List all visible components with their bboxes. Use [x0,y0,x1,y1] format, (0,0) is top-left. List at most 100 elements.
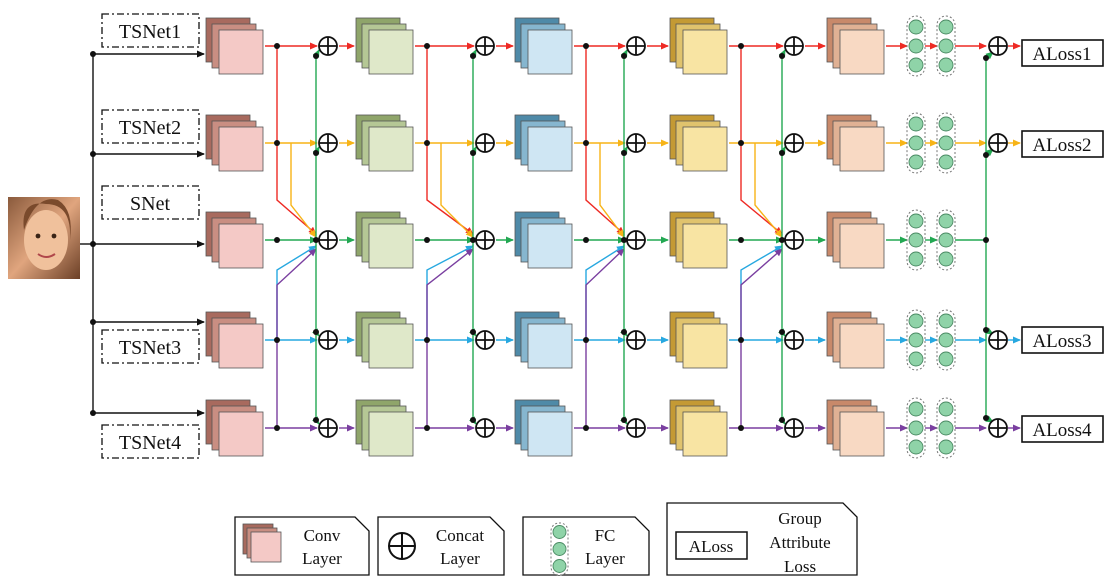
fc-node [938,313,954,329]
fc-node [908,401,924,417]
conv-layer-tsnet4-3 [514,399,573,457]
conv-layer-tsnet4-5 [826,399,885,457]
conv-layer-snet-1 [205,211,264,269]
input-face-image [8,197,80,279]
conv-sheet [682,126,728,172]
concat-tsnet3-2 [475,330,495,350]
fc-node [908,332,924,348]
conv-sheet [682,411,728,457]
junction-dot [983,327,989,333]
junction-dot [621,329,627,335]
fc-node [908,116,924,132]
conv-sheet [368,223,414,269]
fc-node [908,57,924,73]
junction-dot [313,150,319,156]
conv-sheet [368,323,414,369]
conv-sheet [218,29,264,75]
concat-tsnet1-1 [318,36,338,56]
conv-sheet [368,29,414,75]
junction-dot [90,319,96,325]
junction-dot [90,51,96,57]
junction-dot [779,237,785,243]
conv-layer-tsnet4-4 [669,399,728,457]
concat-snet-3 [626,230,646,250]
fc-node [938,135,954,151]
conv-layer-tsnet3-4 [669,311,728,369]
cross-connection [276,248,317,428]
concat-snet-4 [784,230,804,250]
concat-tsnet4-4 [784,418,804,438]
junction-dot [779,53,785,59]
conv-layer-tsnet3-5 [826,311,885,369]
junction-dot [738,140,744,146]
fc-node [908,351,924,367]
concat-tsnet1-2 [475,36,495,56]
junction-dot [583,237,589,243]
conv-layer-tsnet1-2 [355,17,414,75]
fc-node [938,401,954,417]
conv-sheet [839,29,885,75]
fc-layer-tsnet2-1 [906,112,926,174]
junction-dot [470,417,476,423]
concat-tsnet2-1 [318,133,338,153]
fc-layer-snet-1 [906,209,926,271]
concat-tsnet1-3 [626,36,646,56]
conv-layer-icon [242,523,282,563]
concat-tsnet1-4 [784,36,804,56]
legend-group-attribute-loss: ALoss Group Attribute Loss [666,502,858,576]
fc-layer-icon [550,522,569,576]
conv-sheet [682,223,728,269]
conv-sheet [218,411,264,457]
junction-dot [470,150,476,156]
conv-sheet [218,223,264,269]
net-label-text: TSNet3 [119,337,181,359]
junction-dot [621,150,627,156]
conv-layer-tsnet2-1 [205,114,264,172]
junction-dot [274,237,280,243]
cross-connection [276,245,317,340]
cross-connection [290,143,317,238]
cross-connection [440,143,474,238]
aloss-label: ALoss1 [1032,44,1091,65]
fc-node [908,313,924,329]
junction-dot [983,237,989,243]
net-label-tsnet1: TSNet1 [101,13,200,48]
net-label-text: SNet [130,193,170,215]
fc-node [908,420,924,436]
fc-node [908,439,924,455]
cross-connection [740,245,783,340]
fc-node [908,19,924,35]
concat-tsnet2-final [988,133,1008,153]
legend-conv-line1: Conv [304,526,341,545]
junction-dot [738,425,744,431]
junction-dot [779,150,785,156]
fc-node [938,57,954,73]
fc-node [908,38,924,54]
legend-group-line1: Group [778,509,821,528]
junction-dot [583,43,589,49]
junction-dot [470,53,476,59]
concat-tsnet4-3 [626,418,646,438]
cross-connection [585,248,625,428]
junction-dot [738,337,744,343]
conv-layer-snet-4 [669,211,728,269]
fc-node [938,19,954,35]
nodes [90,15,1008,459]
fc-node [938,251,954,267]
junction-dot [274,337,280,343]
conv-layer-tsnet4-1 [205,399,264,457]
junction-dot [738,43,744,49]
fc-node [908,154,924,170]
conv-sheet [682,29,728,75]
cross-connection [740,46,783,235]
conv-sheet [682,323,728,369]
conv-layer-tsnet2-5 [826,114,885,172]
legend-fc-line2: Layer [585,549,625,568]
conv-layer-tsnet1-5 [826,17,885,75]
junction-dot [621,417,627,423]
conv-layer-snet-2 [355,211,414,269]
aloss1-box: ALoss1 [1021,39,1104,67]
fc-layer-snet-2 [936,209,956,271]
